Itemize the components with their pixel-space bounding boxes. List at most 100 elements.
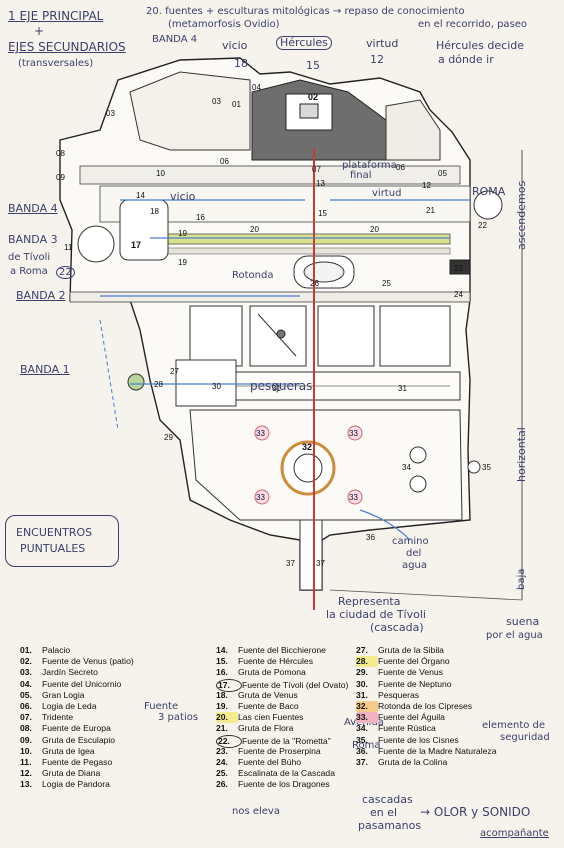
legend-number: 37. — [356, 756, 368, 767]
legend-number: 15. — [216, 656, 228, 667]
camino-label-1: camino — [392, 536, 429, 547]
banda-3-label: BANDA 3 — [8, 233, 58, 246]
legend-number: 31. — [356, 689, 368, 700]
legend-text: Gruta de Igea — [42, 745, 95, 756]
title-line-2: (metamorfosis Ovidio) — [168, 19, 280, 30]
legend-row: 06.Logia de Leda — [20, 701, 134, 712]
legend-row: 19.Fuente de Baco — [216, 701, 348, 712]
legend-number: 36. — [356, 745, 368, 756]
legend-text: Pesqueras — [378, 689, 420, 700]
plan-label: 04 — [252, 83, 261, 92]
legend-text: Fuente del Órgano — [378, 656, 450, 667]
plan-label: 06 — [220, 157, 229, 166]
legend-number: 24. — [216, 756, 228, 767]
legend-text: Fuente del Bicchierone — [238, 645, 326, 655]
legend-row: 27.Gruta de la Sibila — [356, 645, 496, 656]
aguila-4 — [347, 489, 363, 505]
legend-text: Fuente del Águila — [378, 712, 445, 723]
legend-number: 28. — [356, 656, 378, 668]
representa-line-1: Representa — [338, 595, 401, 608]
plan-label: 16 — [196, 213, 205, 222]
n22-circle: 22 — [56, 266, 75, 279]
legend-number: 32. — [356, 700, 378, 713]
plan-label: 19 — [178, 258, 187, 267]
plan-label: 12 — [422, 181, 431, 190]
legend-text: Rotonda de los Cipreses — [378, 700, 473, 711]
eje-principal-label: 1 EJE PRINCIPAL — [8, 9, 104, 23]
fountain-venus-basin — [299, 103, 319, 119]
plan-label: 22 — [478, 221, 487, 230]
proserpina-block — [449, 259, 471, 275]
legend-row: 23.Fuente de Proserpina — [216, 746, 348, 757]
plan-label: 33 — [256, 493, 265, 502]
olor-sonido-label: → OLOR y SONIDO — [420, 805, 531, 819]
plan-label: 37 — [286, 559, 295, 568]
fuente-3-patios-1: Fuente — [144, 701, 179, 712]
legend-number: 22. — [216, 734, 242, 748]
pesqueras-label: pesqueras — [250, 379, 313, 393]
plan-label: 21 — [426, 206, 435, 215]
legend-row: 37.Gruta de la Colina — [356, 757, 496, 768]
avenue-lower-edge — [149, 247, 451, 255]
legend-number: 29. — [356, 667, 368, 678]
legend-text: Fuente de Baco — [238, 700, 299, 711]
legend-text: Fuente de Neptuno — [378, 678, 452, 689]
plan-label: 35 — [482, 463, 491, 472]
aguila-2 — [347, 425, 363, 441]
legend-row: 24.Fuente del Búho — [216, 757, 348, 768]
jardin-secreto-block — [129, 71, 251, 151]
legend-text: Fuente de Pegaso — [42, 756, 113, 767]
legend-number: 03. — [20, 667, 32, 678]
legend-number: 20. — [216, 712, 238, 724]
camino-label-3: agua — [402, 560, 427, 571]
parterre-2 — [317, 305, 375, 367]
plus-sign: + — [34, 24, 45, 38]
legend-row: 18.Gruta de Venus — [216, 690, 348, 701]
title-line-1: 20. fuentes + esculturas mitológicas → r… — [146, 6, 465, 17]
legend-text: Fuente de los Cisnes — [378, 734, 459, 745]
plan-label: 13 — [316, 179, 325, 188]
legend-row: 02.Fuente de Venus (patio) — [20, 656, 134, 667]
legend-number: 08. — [20, 723, 32, 734]
legend-text: Fuente de Hércules — [238, 656, 313, 667]
legend-number: 11. — [20, 756, 32, 767]
legend-text: Palacio — [42, 645, 71, 655]
legend-row: 12.Gruta de Diana — [20, 768, 134, 779]
elemento-line-2: seguridad — [500, 732, 550, 743]
cipreses-inner — [293, 453, 323, 483]
encuentros-label: ENCUENTROS — [16, 526, 93, 539]
virtud-number: 12 — [370, 53, 384, 66]
legend-text: Jardín Secreto — [42, 667, 98, 678]
plan-label: 10 — [156, 169, 165, 178]
legend-row: 32.Rotonda de los Cipreses — [356, 700, 496, 713]
vicio-plan-label: vicio — [170, 190, 196, 203]
hercules-number: 15 — [306, 59, 320, 72]
legend-row: 13.Logia de Pandora — [20, 779, 134, 790]
banda-top-label: BANDA 4 — [152, 34, 198, 45]
puntuales-label: PUNTUALES — [20, 542, 86, 555]
legend-number: 26. — [216, 779, 228, 790]
legend-text: Fuente de Tívoli (del Ovato) — [242, 679, 349, 690]
suena-line-2: por el agua — [486, 630, 543, 641]
legend-row: 33.Fuente del Águila — [356, 712, 496, 724]
rustica-1 — [409, 446, 427, 464]
legend-number: 04. — [20, 678, 32, 689]
elemento-line-1: elemento de — [482, 720, 546, 731]
legend-number: 09. — [20, 734, 32, 745]
legend-text: Fuente de Proserpina — [238, 745, 321, 756]
legend-row: 34.Fuente Rústica — [356, 723, 496, 734]
plan-label: 05 — [438, 169, 447, 178]
plan-label: 26 — [310, 279, 319, 288]
plan-label: 28 — [154, 380, 163, 389]
ejes-secundarios-label: EJES SECUNDARIOS — [8, 40, 126, 54]
legend-number: 07. — [20, 712, 32, 723]
plan-label: 33 — [349, 429, 358, 438]
legend-text: Fuente Rústica — [378, 723, 436, 734]
plataforma-label: plataforma — [342, 160, 397, 171]
villa-garden-plan: 01 02 03 04 05 06 07 08 09 10 11 12 13 1… — [56, 57, 523, 610]
neptuno-area — [175, 359, 237, 407]
legend-row: 25.Escalinata de la Cascada — [216, 768, 348, 779]
legend-number: 14. — [216, 645, 228, 655]
legend-text: Gruta de Diana — [42, 768, 101, 779]
parterre-0 — [189, 305, 243, 367]
